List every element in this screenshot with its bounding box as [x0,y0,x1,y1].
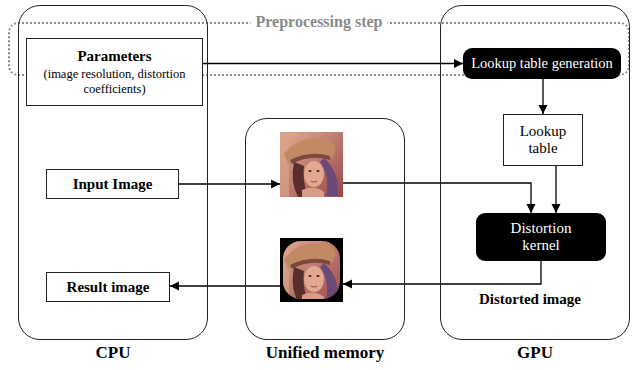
box-heading: Parameters [77,47,151,65]
arrow-connector [555,166,556,213]
process-box: Input Image [46,169,179,199]
panel-heading: CPU [0,344,227,362]
arrow-connector [179,183,280,184]
distorted-image-background [280,238,343,302]
region-title: Preprocessing step [251,12,388,31]
arrow-connector [542,79,543,114]
box-body: (image resolution, distortion coefficien… [33,67,196,97]
input-lena-image [280,132,343,197]
input-image-frame [280,132,343,197]
arrow-connector [343,261,541,284]
process-box: Parameters (image resolution, distortion … [26,38,203,106]
panel-heading: Unified memory [226,344,424,362]
arrow-connector [170,285,280,286]
arrow-connector [203,63,463,64]
image-label: Distorted image [477,290,583,308]
box-text: Lookup table generation [471,55,613,72]
box-text: Input Image [73,175,153,193]
kernel-box: Distortion kernel [476,213,606,261]
cpu-panel: CPUParameters(image resolution, distorti… [18,5,208,340]
box-text: Distortion kernel [500,220,582,254]
memory-panel: Unified memory [245,118,405,340]
kernel-box: Lookup table generation [463,48,621,79]
box-text: Result image [67,278,150,296]
panel-heading: GPU [421,344,644,362]
distorted-lena-image [283,241,340,299]
process-box: Result image [46,272,170,302]
distorted-lena-content [283,241,340,299]
box-text: Lookup table [510,123,576,157]
data-box: Lookup table [503,114,583,166]
arrow-connector [343,183,531,213]
